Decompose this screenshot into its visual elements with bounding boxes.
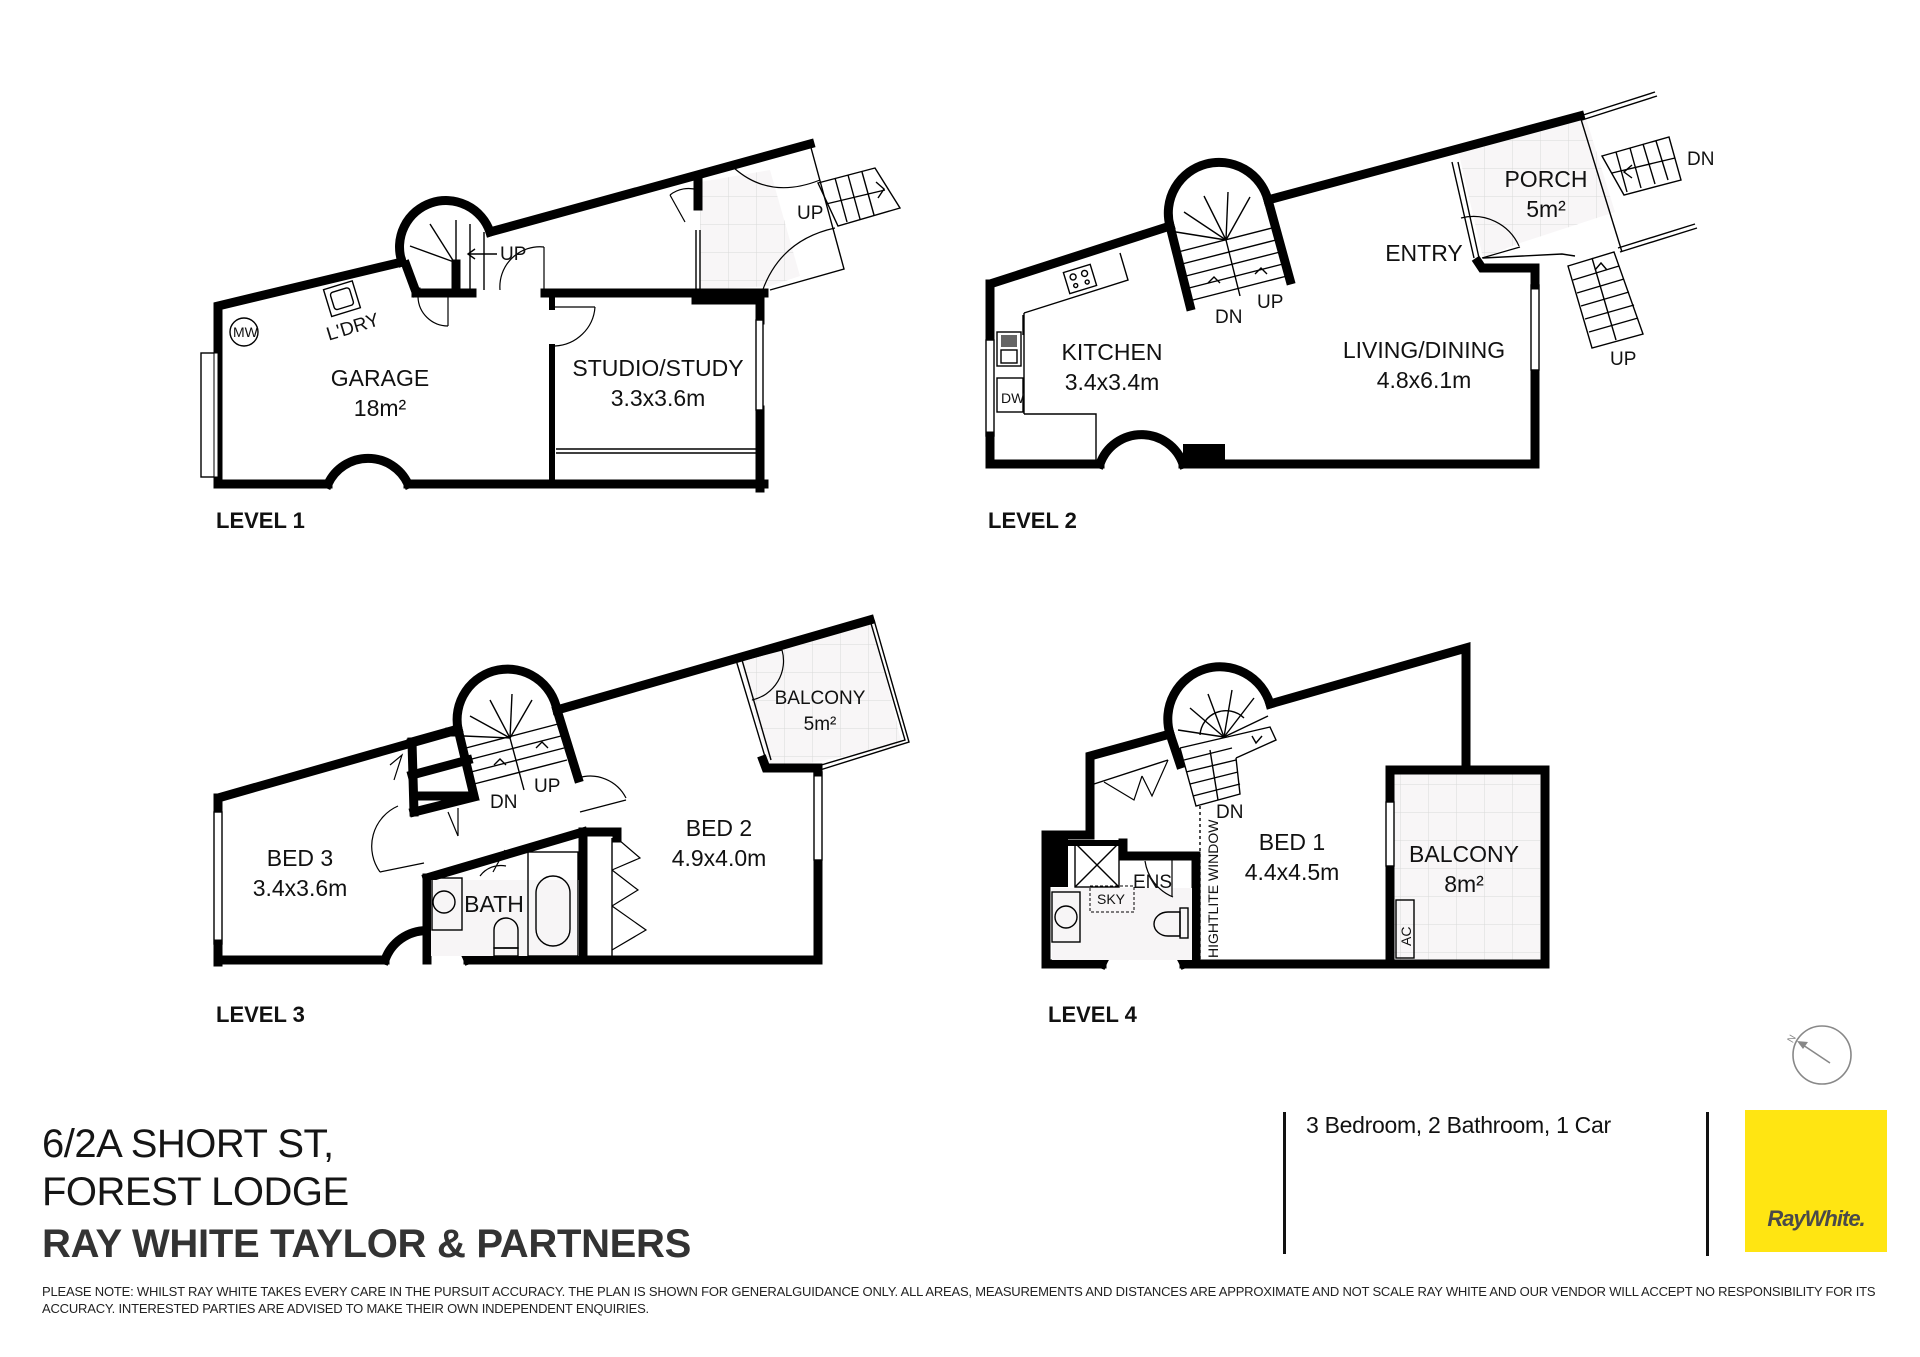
level-3-plan bbox=[213, 614, 910, 967]
disclaimer-text: PLEASE NOTE: WHILST RAY WHITE TAKES EVER… bbox=[42, 1284, 1876, 1316]
kitchen-sink-icon bbox=[996, 331, 1022, 367]
level-2-title: LEVEL 2 bbox=[988, 508, 1077, 533]
room-balcony-l4-size: 8m² bbox=[1444, 871, 1484, 897]
dishwasher-icon bbox=[996, 377, 1024, 413]
room-balcony-l3-name: BALCONY bbox=[775, 688, 866, 709]
level-1-title: LEVEL 1 bbox=[216, 508, 305, 533]
address-line-2: FOREST LODGE bbox=[42, 1170, 349, 1214]
property-specs: 3 Bedroom, 2 Bathroom, 1 Car bbox=[1306, 1112, 1611, 1138]
room-garage-size: 18m² bbox=[354, 395, 407, 421]
room-living-size: 4.8x6.1m bbox=[1377, 367, 1472, 393]
level-3-stair-up-label: UP bbox=[534, 776, 560, 797]
level-4-title: LEVEL 4 bbox=[1048, 1002, 1138, 1027]
level-2-stair-up-label: UP bbox=[1257, 292, 1283, 313]
microwave-label: MW bbox=[233, 324, 259, 340]
room-bed2-size: 4.9x4.0m bbox=[672, 845, 767, 871]
room-bed1-size: 4.4x4.5m bbox=[1245, 859, 1340, 885]
level-2-plan bbox=[985, 91, 1698, 470]
level-2-stair-dn-label: DN bbox=[1215, 307, 1242, 328]
level-3-stair bbox=[463, 693, 568, 791]
level-4-stair-dn-label: DN bbox=[1216, 802, 1243, 823]
north-arrow-icon bbox=[1792, 1025, 1852, 1085]
laundry-tub-icon bbox=[322, 280, 362, 318]
skylight-label: SKY bbox=[1097, 891, 1126, 907]
logo-text: RayWhite. bbox=[1767, 1206, 1865, 1231]
level-1-stair bbox=[409, 220, 545, 292]
agency-name: RAY WHITE TAYLOR & PARTNERS bbox=[42, 1222, 692, 1266]
property-address: 6/2A SHORT ST, FOREST LODGE bbox=[42, 1120, 349, 1216]
compass-north-label: N bbox=[1786, 1033, 1799, 1045]
level-4-plan bbox=[1041, 642, 1550, 970]
dishwasher-label: DW bbox=[1001, 390, 1025, 406]
address-line-1: 6/2A SHORT ST, bbox=[42, 1122, 334, 1166]
room-porch-name: PORCH bbox=[1504, 166, 1587, 192]
room-bed3-size: 3.4x3.6m bbox=[253, 875, 348, 901]
divider-right bbox=[1706, 1112, 1709, 1256]
room-balcony-l3-size: 5m² bbox=[804, 714, 837, 735]
level-4-stair bbox=[1177, 689, 1277, 807]
room-bed3-name: BED 3 bbox=[267, 845, 333, 871]
room-kitchen-name: KITCHEN bbox=[1062, 339, 1163, 365]
room-kitchen-size: 3.4x3.4m bbox=[1065, 369, 1160, 395]
room-bed1-name: BED 1 bbox=[1259, 829, 1325, 855]
room-living-name: LIVING/DINING bbox=[1343, 337, 1505, 363]
level-1-outdoor-up-label: UP bbox=[797, 203, 823, 224]
room-ensuite-name: ENS bbox=[1133, 872, 1172, 893]
room-bath-name: BATH bbox=[464, 891, 524, 917]
microwave-icon bbox=[229, 317, 259, 347]
room-bed2-name: BED 2 bbox=[686, 815, 752, 841]
level-3-stair-dn-label: DN bbox=[490, 792, 517, 813]
room-porch-size: 5m² bbox=[1526, 196, 1566, 222]
ray-white-logo: RayWhite. bbox=[1745, 1110, 1887, 1252]
room-entry-name: ENTRY bbox=[1385, 240, 1463, 266]
room-studio-name: STUDIO/STUDY bbox=[572, 355, 743, 381]
level-2-stair bbox=[1175, 191, 1288, 301]
porch-up-label: UP bbox=[1610, 349, 1636, 370]
level-1-plan bbox=[200, 138, 902, 493]
room-balcony-l4-name: BALCONY bbox=[1409, 841, 1519, 867]
room-studio-size: 3.3x3.6m bbox=[611, 385, 706, 411]
level-1-stair-up-label: UP bbox=[500, 244, 526, 265]
divider-left bbox=[1283, 1112, 1286, 1254]
cooktop-icon bbox=[1062, 263, 1098, 295]
laundry-label: L'DRY bbox=[324, 310, 382, 346]
highlight-window-label: HIGHTLITE WINDOW bbox=[1205, 819, 1221, 958]
level-3-title: LEVEL 3 bbox=[216, 1002, 305, 1027]
porch-dn-label: DN bbox=[1687, 149, 1714, 170]
room-garage-name: GARAGE bbox=[331, 365, 429, 391]
air-con-label: AC bbox=[1398, 927, 1414, 946]
